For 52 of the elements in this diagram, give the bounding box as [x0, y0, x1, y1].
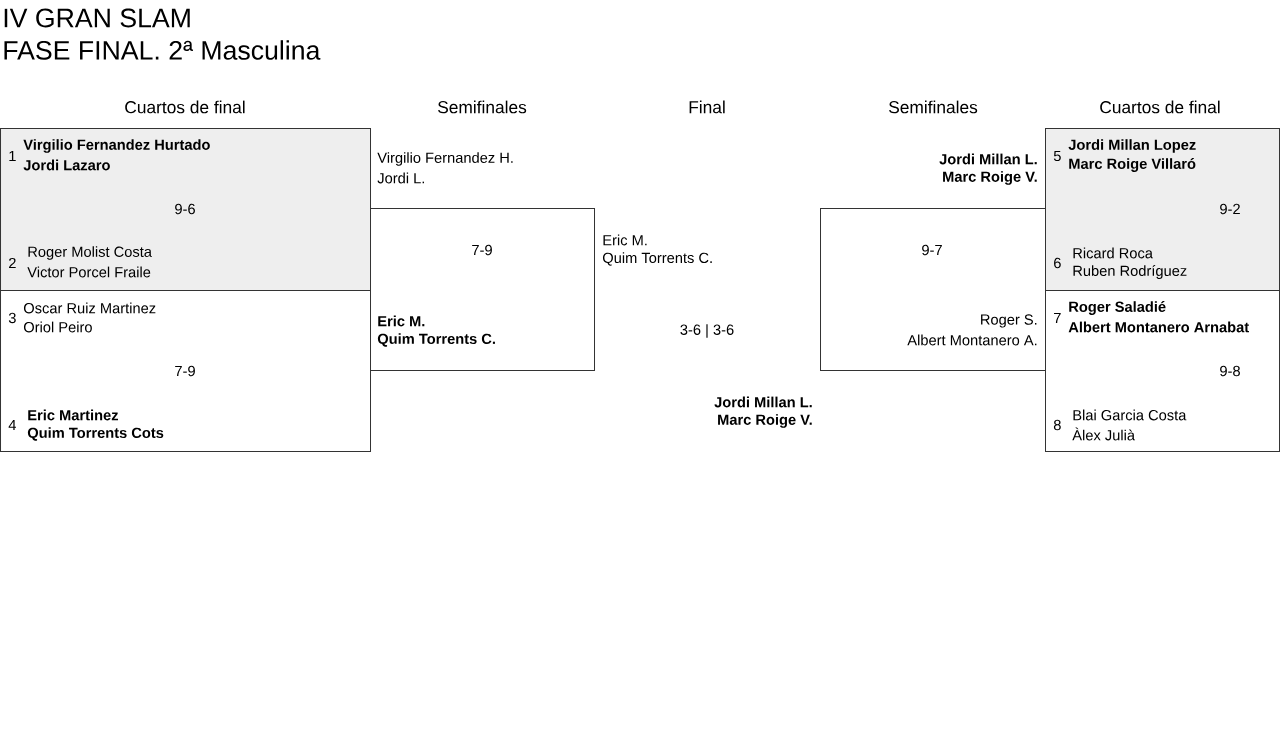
player-name: Albert Montanero Arnabat [1068, 321, 1249, 333]
player-name: Virgilio Fernandez Hurtado [23, 139, 210, 153]
player-name: Marc Roige V. [943, 171, 1037, 185]
match-score: 9-6 [175, 203, 195, 215]
player-name: Eric M. [378, 315, 425, 327]
diagram-title: IV GRAN SLAM [4, 8, 190, 28]
player-name: Jordi Lazaro [23, 159, 110, 171]
player-name: Oriol Peiro [23, 321, 92, 333]
round-heading: Final [689, 100, 725, 114]
match-box [1045, 128, 1280, 291]
match-score: 9-8 [1220, 365, 1240, 377]
player-name: Jordi Millan L. [714, 396, 812, 408]
match-box [820, 153, 1046, 371]
player-name: Àlex Julià [1072, 427, 1135, 441]
round-heading: Semifinales [889, 100, 978, 114]
seed-number: 8 [1053, 419, 1061, 431]
player-name: Jordi L. [377, 172, 424, 184]
subtitle: FASE FINAL. 2ª Masculina [4, 40, 321, 60]
seed-number: 5 [1053, 150, 1061, 162]
player-name: Marc Roige V. [718, 414, 812, 428]
match-score: 9-7 [922, 244, 942, 256]
player-name: Ruben Rodríguez [1073, 265, 1187, 279]
player-name: Virgilio Fernandez H. [377, 152, 513, 166]
seed-number: 4 [8, 419, 16, 431]
seed-number: 6 [1054, 257, 1061, 269]
player-name: Ricard Roca [1073, 247, 1153, 259]
match-box [1045, 290, 1280, 452]
player-name: Jordi Millan Lopez [1068, 139, 1196, 153]
player-name: Oscar Ruiz Martinez [23, 302, 156, 314]
player-name: Blai Garcia Costa [1073, 409, 1187, 421]
seed-number: 1 [9, 150, 16, 162]
player-name: Victor Porcel Fraile [27, 266, 151, 278]
player-name: Roger Saladié [1069, 301, 1166, 315]
player-name: Marc Roige Villaró [1069, 158, 1196, 172]
player-name: Quim Torrents Cots [27, 427, 164, 441]
seed-number: 2 [9, 257, 16, 269]
player-name: Eric Martinez [28, 409, 118, 421]
match-score: 9-2 [1220, 203, 1240, 215]
match-score: 7-9 [472, 244, 492, 256]
player-name: Jordi Millan L. [939, 153, 1037, 165]
player-name: Quim Torrents C. [377, 333, 495, 347]
seed-number: 7 [1054, 312, 1061, 324]
player-name: Roger Molist Costa [28, 246, 152, 260]
player-name: Albert Montanero A. [907, 334, 1037, 346]
match-box [370, 152, 595, 371]
match-box [0, 128, 371, 291]
match-box [0, 290, 371, 452]
player-name: Roger S. [981, 314, 1037, 328]
seed-number: 3 [8, 312, 16, 324]
match-score: 7-9 [175, 365, 195, 377]
round-heading: Semifinales [438, 100, 527, 114]
match-score: 3-6 | 3-6 [680, 324, 734, 338]
